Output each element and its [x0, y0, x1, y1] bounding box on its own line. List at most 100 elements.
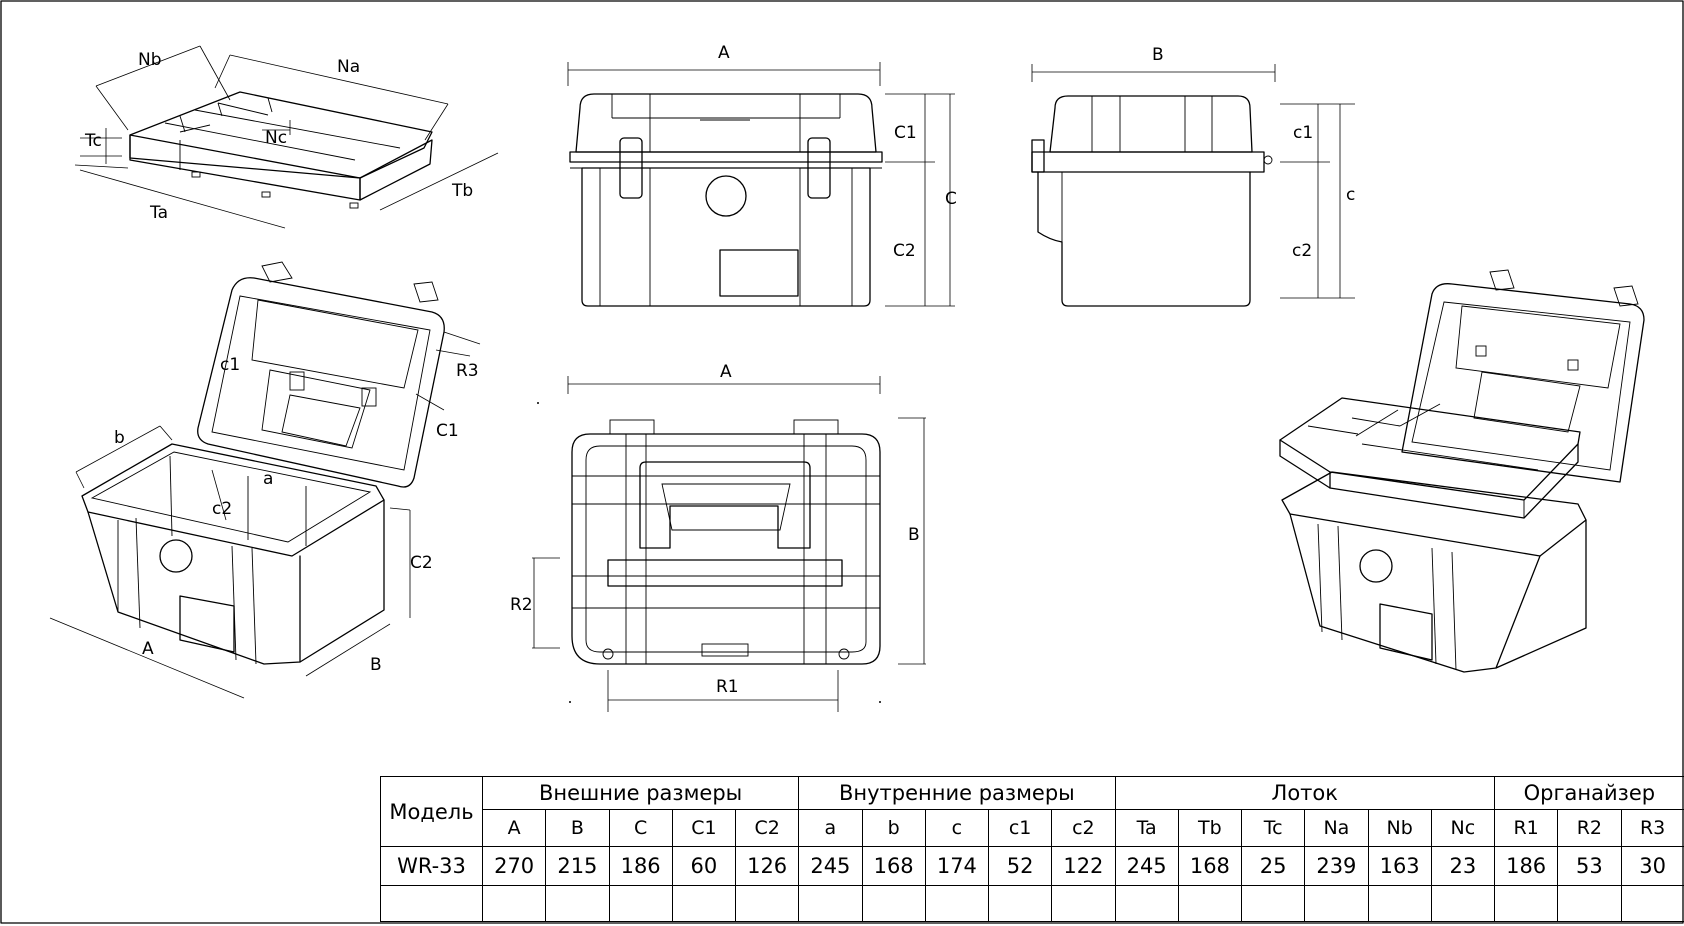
column-header: R3 [1620, 809, 1684, 848]
column-header: R2 [1557, 809, 1622, 848]
table-cell [481, 884, 547, 923]
header-group-external: Внешние размеры [481, 775, 800, 811]
tray-label-ta: Ta [149, 203, 168, 223]
column-header: b [861, 809, 926, 848]
tray-label-nc: Nc [265, 128, 287, 148]
tray-isometric-view: Nb Na Tc Nc Ta Tb [74, 45, 499, 229]
table-cell: 53 [1557, 846, 1622, 886]
table-cell: 174 [924, 846, 990, 886]
column-header: A [481, 809, 547, 848]
table-cell: 168 [861, 846, 926, 886]
case-open-with-tray-view [1279, 269, 1645, 673]
column-header: a [798, 809, 863, 848]
cell-model [380, 884, 483, 923]
header-model: Модель [380, 775, 483, 848]
tray-label-na: Na [337, 57, 360, 77]
table-cell: 60 [671, 846, 737, 886]
table-cell: 122 [1051, 846, 1116, 886]
column-header: Nb [1367, 809, 1432, 848]
front-label-c: C [945, 189, 957, 209]
column-header: c2 [1051, 809, 1116, 848]
open-label-c1: c1 [220, 355, 240, 375]
top-label-r2: R2 [510, 595, 533, 615]
table-cell [545, 884, 610, 923]
front-label-a: A [718, 43, 730, 63]
column-header: B [545, 809, 610, 848]
top-label-a: A [720, 362, 732, 382]
table-cell [1620, 884, 1684, 923]
table-cell: 239 [1304, 846, 1369, 886]
open-label-big-b: B [370, 655, 382, 675]
table-cell [798, 884, 863, 923]
cell-model: WR-33 [380, 846, 483, 886]
table-cell: 245 [798, 846, 863, 886]
table-cell [734, 884, 800, 923]
table-cell: 215 [545, 846, 610, 886]
top-label-b: B [908, 525, 920, 545]
side-label-b: B [1152, 45, 1164, 65]
table-cell [1177, 884, 1243, 923]
table-cell: 186 [608, 846, 673, 886]
table-cell [1304, 884, 1369, 923]
table-cell [1114, 884, 1179, 923]
table-cell [1240, 884, 1306, 923]
column-header: Nc [1430, 809, 1496, 848]
case-top-view: A B R2 R1 [510, 362, 926, 712]
tray-label-nb: Nb [138, 50, 162, 70]
table-cell [1367, 884, 1432, 923]
column-header: C1 [671, 809, 737, 848]
tray-label-tc: Tc [84, 131, 102, 151]
side-label-c: c [1346, 185, 1355, 205]
table-cell [1430, 884, 1496, 923]
column-header: Na [1304, 809, 1369, 848]
column-header: Ta [1114, 809, 1179, 848]
front-label-c1: C1 [894, 123, 917, 143]
side-label-c1: c1 [1293, 123, 1313, 143]
table-cell [987, 884, 1053, 923]
table-row [380, 884, 1684, 923]
table-cell: 163 [1367, 846, 1432, 886]
column-header: C [608, 809, 673, 848]
table-cell: 52 [987, 846, 1053, 886]
column-header: C2 [734, 809, 800, 848]
table-row: WR-33 270 215 186 60 126 245 168 174 52 … [380, 846, 1684, 886]
table-cell [1557, 884, 1622, 923]
open-label-c2: c2 [212, 499, 232, 519]
top-label-r1: R1 [716, 677, 739, 697]
table-cell [671, 884, 737, 923]
column-header: c1 [987, 809, 1053, 848]
specification-table: Модель Внешние размеры Внутренние размер… [380, 775, 1684, 923]
column-header: Tc [1240, 809, 1306, 848]
case-open-isometric-view: b c1 R3 C1 a c2 C2 A B [49, 261, 481, 699]
open-label-a: a [263, 469, 273, 489]
table-cell: 168 [1177, 846, 1243, 886]
table-cell: 23 [1430, 846, 1496, 886]
column-header: c [924, 809, 990, 848]
table-cell [1493, 884, 1559, 923]
header-group-tray: Лоток [1114, 775, 1495, 811]
open-label-big-c1: C1 [436, 421, 459, 441]
table-cell [608, 884, 673, 923]
front-label-c2: C2 [893, 241, 916, 261]
side-label-c2: c2 [1292, 241, 1312, 261]
table-cell: 270 [481, 846, 547, 886]
table-cell: 25 [1240, 846, 1306, 886]
case-front-view: A C1 C2 C [567, 43, 957, 307]
header-group-organizer: Органайзер [1494, 775, 1684, 811]
table-cell [861, 884, 926, 923]
open-label-r3: R3 [456, 361, 479, 381]
table-cell [1051, 884, 1116, 923]
column-header: R1 [1493, 809, 1559, 848]
header-group-internal: Внутренние размеры [798, 775, 1116, 811]
table-cell [924, 884, 990, 923]
table-cell: 245 [1114, 846, 1179, 886]
table-cell: 186 [1493, 846, 1559, 886]
table-cell: 30 [1620, 846, 1684, 886]
case-side-view: B c1 c2 c [1031, 45, 1355, 307]
table-cell: 126 [734, 846, 800, 886]
tray-label-tb: Tb [451, 181, 473, 201]
open-label-big-c2: C2 [410, 553, 433, 573]
open-label-b: b [114, 428, 125, 448]
